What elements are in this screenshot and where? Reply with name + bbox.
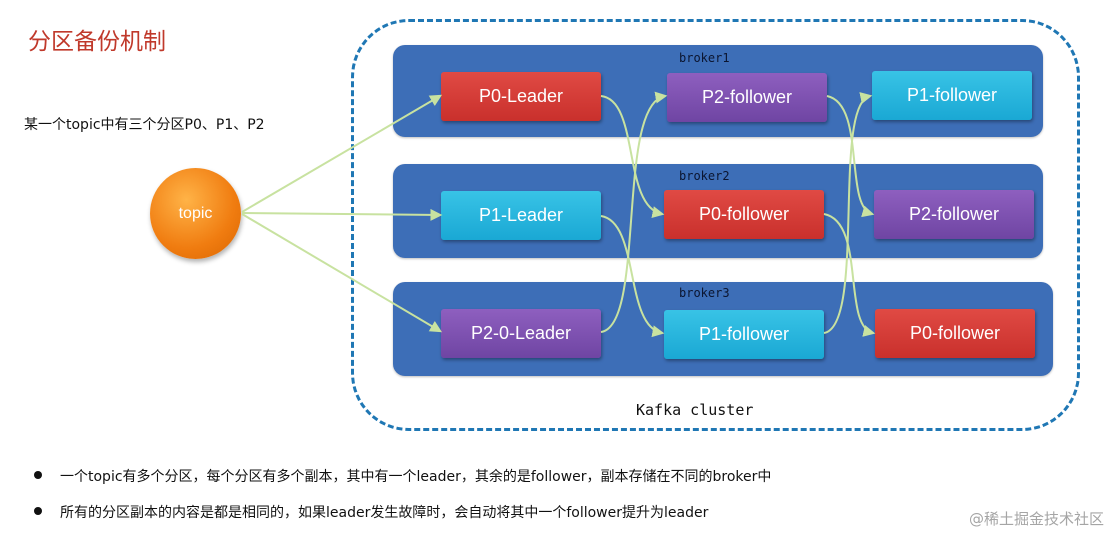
broker-3-label: broker3 — [679, 286, 730, 300]
topic-description: 某一个topic中有三个分区P0、P1、P2 — [24, 117, 265, 133]
arrow-p2-follower-to-broker2 — [826, 95, 875, 218]
partition-p0-follower: P0-follower — [875, 309, 1035, 358]
arrow-topic-to-p2-leader — [241, 213, 443, 333]
broker-2-label: broker2 — [679, 169, 730, 183]
arrow-p2-leader-to-broker1 — [600, 91, 668, 333]
partition-p1-follower: P1-follower — [872, 71, 1032, 120]
arrow-topic-to-p0-leader — [241, 94, 443, 213]
broker-1-label: broker1 — [679, 51, 730, 65]
topic-node: topic — [150, 168, 241, 259]
partition-p1-follower: P1-follower — [664, 310, 824, 359]
kafka-cluster-boundary — [351, 19, 1080, 431]
partition-p0-follower: P0-follower — [664, 190, 824, 239]
cluster-label: Kafka cluster — [636, 401, 754, 419]
partition-p1-leader: P1-Leader — [441, 191, 601, 240]
notes-list: 一个topic有多个分区，每个分区有多个副本，其中有一个leader，其余的是f… — [34, 466, 771, 538]
partition-p2-follower: P2-follower — [667, 73, 827, 122]
arrow-topic-to-p1-leader — [241, 208, 443, 221]
note-item: 所有的分区副本的内容是都是相同的，如果leader发生故障时，会自动将其中一个f… — [34, 502, 771, 538]
arrow-p0-leader-to-broker2 — [600, 95, 665, 218]
partition-p0-leader: P0-Leader — [441, 72, 601, 121]
watermark: @稀土掘金技术社区 — [968, 510, 1104, 528]
arrow-p0-follower-to-broker3 — [823, 213, 876, 337]
arrow-p1-follower-to-broker1 — [823, 92, 873, 334]
note-text: 所有的分区副本的内容是都是相同的，如果leader发生故障时，会自动将其中一个f… — [60, 505, 709, 521]
note-item: 一个topic有多个分区，每个分区有多个副本，其中有一个leader，其余的是f… — [34, 466, 771, 502]
bullet-icon — [34, 507, 42, 515]
diagram-title: 分区备份机制 — [28, 29, 166, 55]
bullet-icon — [34, 471, 42, 479]
partition-p2-follower: P2-follower — [874, 190, 1034, 239]
note-text: 一个topic有多个分区，每个分区有多个副本，其中有一个leader，其余的是f… — [60, 469, 772, 485]
partition-p2-0-leader: P2-0-Leader — [441, 309, 601, 358]
arrow-p1-leader-to-broker3 — [600, 215, 665, 338]
